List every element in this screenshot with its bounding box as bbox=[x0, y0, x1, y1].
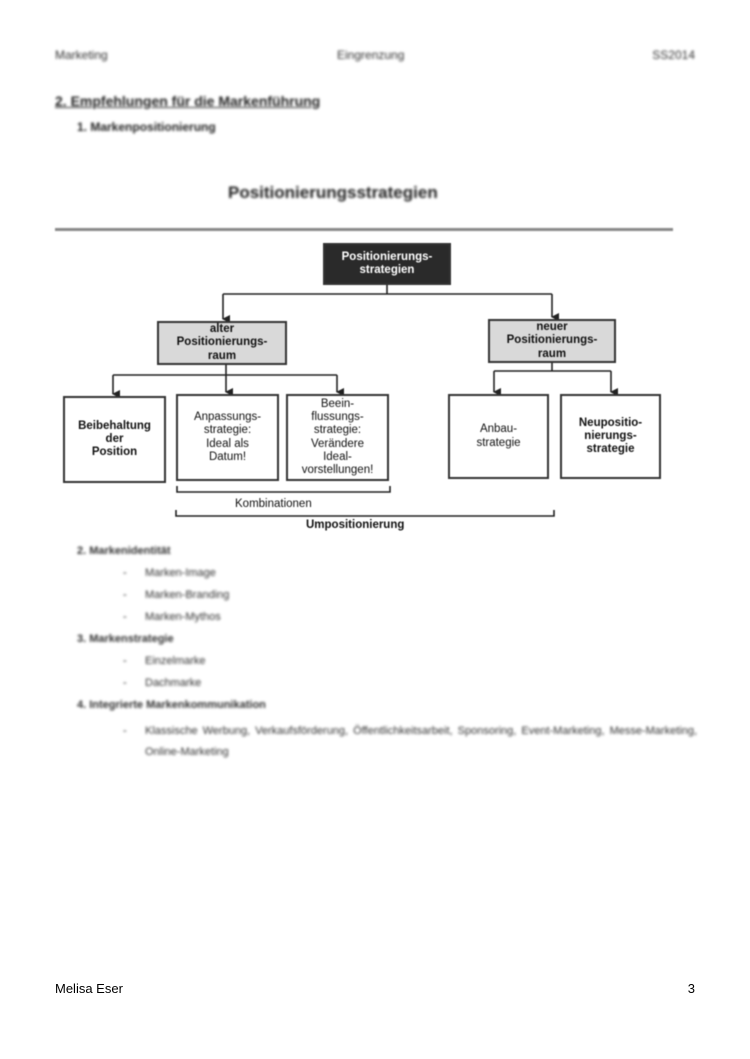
new-positioning-space-node: neuer Positionierungs- raum bbox=[488, 319, 616, 363]
retain-position-node: Beibehaltung der Position bbox=[63, 396, 166, 483]
figure-title: Positionierungsstrategien bbox=[228, 183, 438, 202]
list-item: Marken-Mythos bbox=[123, 611, 697, 627]
repositioning-strategy-node: Neupositio- nierungs- strategie bbox=[560, 394, 661, 479]
header-right: SS2014 bbox=[652, 48, 695, 62]
list-item: 3. Markenstrategie bbox=[77, 633, 174, 645]
diagram-connectors bbox=[112, 285, 618, 517]
footer-page-number: 3 bbox=[687, 981, 695, 996]
combinations-label: Kombinationen bbox=[235, 498, 312, 510]
list-item: 2. Markenidentität bbox=[77, 545, 171, 557]
section-heading: 2. Empfehlungen für die Markenführung bbox=[55, 93, 321, 109]
repositioning-label: Umpositionierung bbox=[306, 519, 405, 531]
root-node: Positionierungs- strategien bbox=[323, 243, 451, 285]
footer-author: Melisa Eser bbox=[55, 981, 123, 996]
list-item: Marken-Branding bbox=[123, 589, 697, 605]
subsection-heading: 1. Markenpositionierung bbox=[77, 120, 216, 134]
list-item: Marken-Image bbox=[123, 567, 697, 583]
list-item: Einzelmarke bbox=[123, 655, 697, 671]
header-left: Marketing bbox=[55, 48, 108, 62]
positioning-diagram: Positionierungs- strategien alter Positi… bbox=[63, 243, 661, 531]
adaptation-strategy-node: Anpassungs- strategie: Ideal als Datum! bbox=[176, 394, 279, 481]
list-item: 4. Integrierte Markenkommunikation bbox=[77, 699, 266, 711]
extension-strategy-node: Anbau- strategie bbox=[448, 394, 549, 479]
list-item: Klassische Werbung, Verkaufsförderung, Ö… bbox=[123, 721, 697, 763]
outline-list: 2. Markenidentität Marken-Image Marken-B… bbox=[77, 545, 697, 769]
list-item: Dachmarke bbox=[123, 677, 697, 693]
influence-strategy-node: Beein- flussungs- strategie: Verändere I… bbox=[286, 394, 389, 481]
header-center: Eingrenzung bbox=[337, 48, 405, 62]
figure-rule bbox=[55, 228, 673, 231]
old-positioning-space-node: alter Positionierungs- raum bbox=[157, 321, 287, 365]
